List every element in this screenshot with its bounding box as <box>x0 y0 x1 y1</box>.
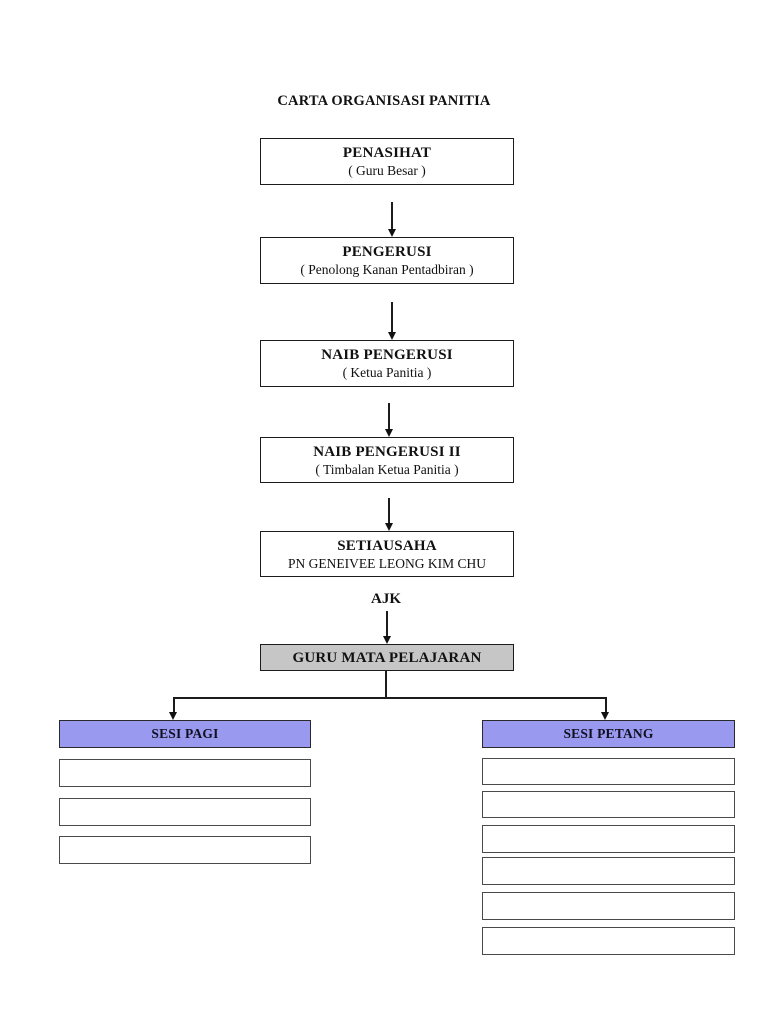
node-setiausaha: SETIAUSAHA PN GENEIVEE LEONG KIM CHU <box>260 531 514 577</box>
node-subtitle: ( Penolong Kanan Pentadbiran ) <box>300 262 474 277</box>
node-naib-pengerusi: NAIB PENGERUSI ( Ketua Panitia ) <box>260 340 514 387</box>
arrowhead-down-icon <box>385 523 393 531</box>
session-header-pagi: SESI PAGI <box>59 720 311 748</box>
connector-line <box>388 498 390 523</box>
node-title: NAIB PENGERUSI II <box>313 443 461 460</box>
node-title: GURU MATA PELAJARAN <box>292 649 482 666</box>
node-subtitle: ( Ketua Panitia ) <box>342 365 432 380</box>
empty-member-box-pagi <box>59 836 311 864</box>
ajk-label: AJK <box>371 591 401 607</box>
arrowhead-down-icon <box>388 229 396 237</box>
node-subtitle: ( Timbalan Ketua Panitia ) <box>315 461 459 477</box>
session-label: SESI PAGI <box>151 726 219 741</box>
node-guru-mata-pelajaran: GURU MATA PELAJARAN <box>260 644 514 671</box>
node-subtitle: ( Guru Besar ) <box>348 163 426 178</box>
node-penasihat: PENASIHAT ( Guru Besar ) <box>260 138 514 185</box>
connector-line <box>173 697 175 712</box>
connector-line <box>391 202 393 229</box>
connector-line <box>605 697 607 712</box>
branch-stub-line <box>385 671 387 698</box>
session-header-petang: SESI PETANG <box>482 720 735 748</box>
empty-member-box-pagi <box>59 759 311 787</box>
node-naib-pengerusi-ii: NAIB PENGERUSI II ( Timbalan Ketua Panit… <box>260 437 514 483</box>
empty-member-box-petang <box>482 892 735 920</box>
empty-member-box-petang <box>482 825 735 853</box>
node-title: PENASIHAT <box>342 145 432 161</box>
arrowhead-down-icon <box>388 332 396 340</box>
branch-horizontal-line <box>173 697 606 699</box>
node-subtitle: PN GENEIVEE LEONG KIM CHU <box>288 555 486 571</box>
node-title: NAIB PENGERUSI <box>321 347 453 363</box>
session-label: SESI PETANG <box>563 726 654 741</box>
empty-member-box-petang <box>482 857 735 885</box>
connector-line <box>388 403 390 429</box>
arrowhead-down-icon <box>169 712 177 720</box>
empty-member-box-petang <box>482 758 735 785</box>
connector-line <box>391 302 393 332</box>
page-title: CARTA ORGANISASI PANITIA <box>277 93 491 109</box>
node-pengerusi: PENGERUSI ( Penolong Kanan Pentadbiran ) <box>260 237 514 284</box>
arrowhead-down-icon <box>385 429 393 437</box>
node-title: PENGERUSI <box>342 244 432 260</box>
empty-member-box-petang <box>482 927 735 955</box>
arrowhead-down-icon <box>601 712 609 720</box>
arrowhead-down-icon <box>383 636 391 644</box>
empty-member-box-petang <box>482 791 735 818</box>
connector-line <box>386 611 388 636</box>
empty-member-box-pagi <box>59 798 311 826</box>
node-title: SETIAUSAHA <box>337 537 437 554</box>
